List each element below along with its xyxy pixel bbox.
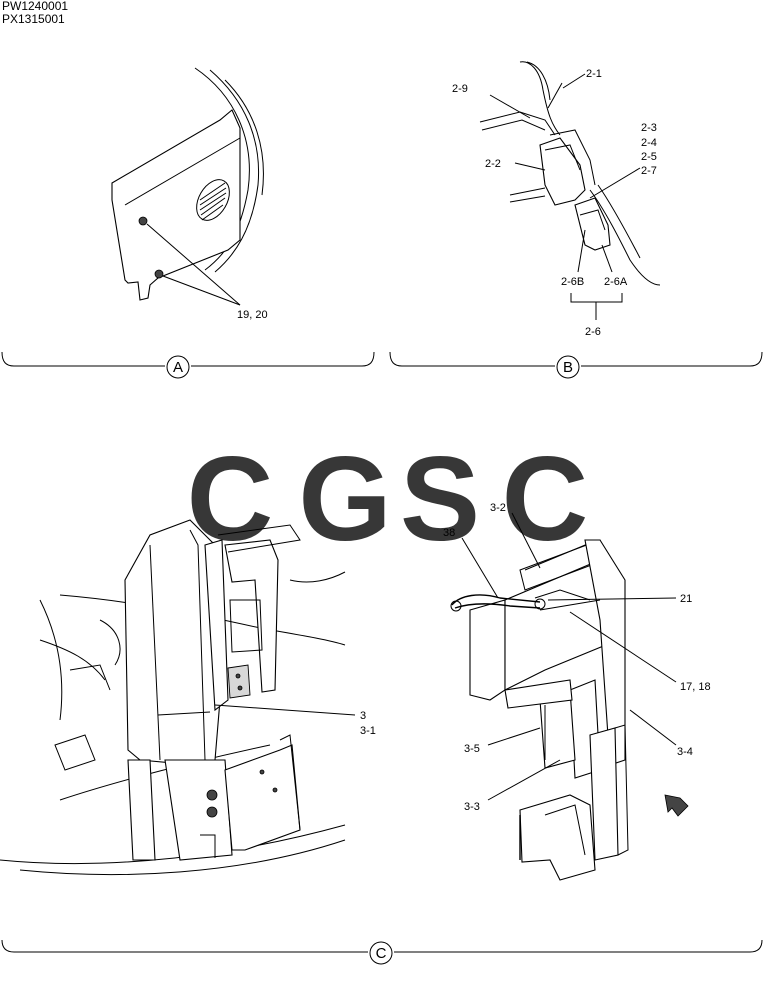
label-2-9: 2-9 — [452, 83, 468, 95]
watermark-letter-1: C — [187, 432, 274, 566]
doc-code-1: PW1240001 — [2, 0, 69, 13]
watermark-letter-3: S — [400, 432, 480, 566]
watermark-logo: C G S C — [187, 432, 589, 566]
label-17-18: 17, 18 — [680, 681, 711, 693]
watermark-letter-2: G — [298, 432, 391, 566]
label-3-2: 3-2 — [490, 502, 506, 514]
label-19-20: 19, 20 — [237, 309, 268, 321]
view-c-right-illustration: 38 3-2 21 17, 18 3-5 3-4 3-3 — [443, 502, 711, 881]
label-38: 38 — [443, 527, 455, 539]
label-2-6: 2-6 — [585, 326, 601, 338]
watermark-letter-4: C — [502, 432, 589, 566]
label-2-6b: 2-6B — [561, 276, 584, 288]
direction-arrow-icon — [664, 794, 689, 817]
view-b-marker-letter: B — [563, 359, 573, 376]
label-2-7: 2-7 — [641, 165, 657, 177]
label-2-4: 2-4 — [641, 137, 657, 149]
label-3-1: 3-1 — [360, 725, 376, 737]
view-a-marker-letter: A — [173, 359, 183, 376]
view-a-marker — [166, 355, 190, 379]
view-c-marker-letter: C — [376, 945, 387, 962]
view-a-illustration: 19, 20 — [111, 67, 268, 321]
label-3: 3 — [360, 710, 366, 722]
label-2-5: 2-5 — [641, 151, 657, 163]
label-3-3: 3-3 — [464, 801, 480, 813]
view-a-bracket: A — [1, 351, 375, 379]
label-3-4: 3-4 — [677, 746, 693, 758]
vent-grille — [196, 179, 230, 221]
view-b-bracket: B — [389, 351, 763, 379]
bolt-icon — [138, 216, 148, 226]
label-3-5: 3-5 — [464, 743, 480, 755]
doc-code-2: PX1315001 — [2, 12, 65, 26]
bolt-icon — [206, 789, 218, 801]
view-c-bracket: C — [1, 939, 763, 965]
label-2-2: 2-2 — [485, 158, 501, 170]
view-b-illustration: 2-1 2-9 2-3 2-4 2-5 2-7 2-2 2-6B 2-6A 2-… — [452, 61, 661, 338]
label-2-3: 2-3 — [641, 122, 657, 134]
bolt-icon — [154, 269, 164, 279]
view-c-marker — [369, 941, 393, 965]
view-c-left-illustration: 3 3-1 — [0, 519, 376, 876]
bolt-icon — [206, 806, 218, 818]
view-b-marker — [556, 355, 580, 379]
label-21: 21 — [680, 593, 692, 605]
label-2-6a: 2-6A — [604, 276, 628, 288]
document-codes: PW1240001 PX1315001 — [2, 0, 68, 26]
label-2-1: 2-1 — [586, 68, 602, 80]
